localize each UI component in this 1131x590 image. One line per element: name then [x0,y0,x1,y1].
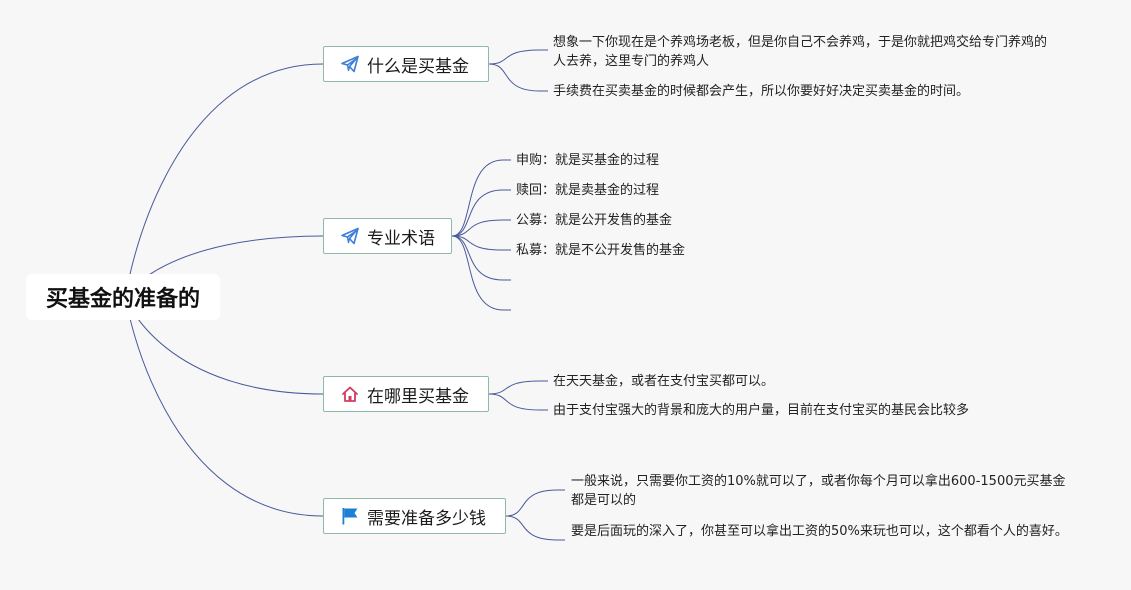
detail-text-empty [516,300,716,319]
root-topic[interactable]: 买基金的准备的 [26,274,220,320]
detail-text: 私募：就是不公开发售的基金 [516,243,686,258]
topic-how-much-money[interactable]: 需要准备多少钱 [323,498,506,534]
detail-text: 在天天基金，或者在支付宝买都可以。 [553,374,775,389]
root-connector [125,63,324,298]
leaf-connector [451,235,504,311]
detail-text: 手续费在买卖基金的时候都会产生，所以你要好好决定买卖基金的时间。 [553,84,970,99]
detail-text-empty [516,270,716,289]
detail-text: 一般来说，只需要你工资的10%就可以了，或者你每个月可以拿出600-1500元买… [571,474,1066,508]
topic-label: 什么是买基金 [367,56,469,77]
topic-where-to-buy[interactable]: 在哪里买基金 [323,376,489,412]
topic-terminology[interactable]: 专业术语 [323,218,452,254]
detail-text: 想象一下你现在是个养鸡场老板，但是你自己不会养鸡，于是你就把鸡交给专门养鸡的人去… [553,35,1048,69]
topic-label: 需要准备多少钱 [367,508,486,529]
topic-what-is-buying-fund[interactable]: 什么是买基金 [323,46,489,82]
detail-text: 申购：就是买基金的过程 [516,153,660,168]
leaf-connector [451,219,504,237]
leaf-connector [451,235,504,251]
root-connector [125,296,324,517]
paper-plane-icon [340,54,360,74]
leaf-connector [451,235,504,281]
leaf-connector [451,159,504,237]
flag-icon [340,506,360,526]
topic-label: 专业术语 [367,228,435,249]
detail-text: 公募：就是公开发售的基金 [516,213,673,228]
detail-text: 要是后面玩的深入了，你甚至可以拿出工资的50%来玩也可以，这个都看个人的喜好。 [571,524,1068,539]
home-icon [340,384,360,404]
paper-plane-icon [340,226,360,246]
leaf-connector [488,393,541,411]
leaf-connector [451,189,504,237]
root-topic-label: 买基金的准备的 [45,287,200,312]
leaf-connector [488,63,541,92]
leaf-connector [488,380,541,395]
leaf-connector [505,515,558,541]
leaf-connector [505,489,558,517]
leaf-connector [488,49,541,65]
detail-text: 由于支付宝强大的背景和庞大的用户量，目前在支付宝买的基民会比较多 [553,403,970,418]
detail-text: 赎回：就是卖基金的过程 [516,183,660,198]
topic-label: 在哪里买基金 [367,386,469,407]
